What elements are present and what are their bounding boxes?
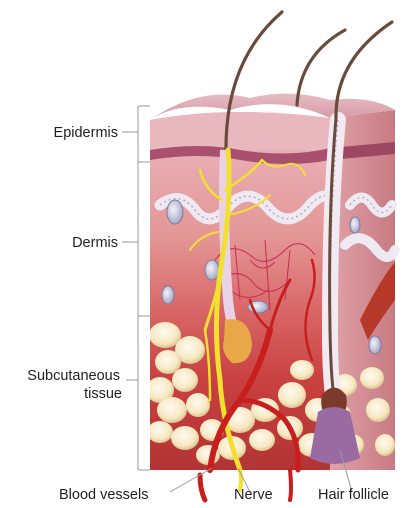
vessel-section: [205, 260, 219, 280]
label-dermis: Dermis: [72, 235, 118, 251]
vessel-section: [162, 286, 174, 304]
label-nerve: Nerve: [234, 487, 273, 503]
label-blood-vessels: Blood vessels: [59, 487, 148, 503]
label-epidermis: Epidermis: [54, 125, 118, 141]
epidermis-layer: [150, 110, 330, 164]
label-subcutaneous-line2: tissue: [84, 386, 122, 402]
label-hair-follicle: Hair follicle: [318, 487, 389, 503]
label-subcutaneous: Subcutaneous: [27, 368, 120, 384]
layer-brackets: [138, 106, 150, 470]
vessel-section: [167, 200, 183, 224]
